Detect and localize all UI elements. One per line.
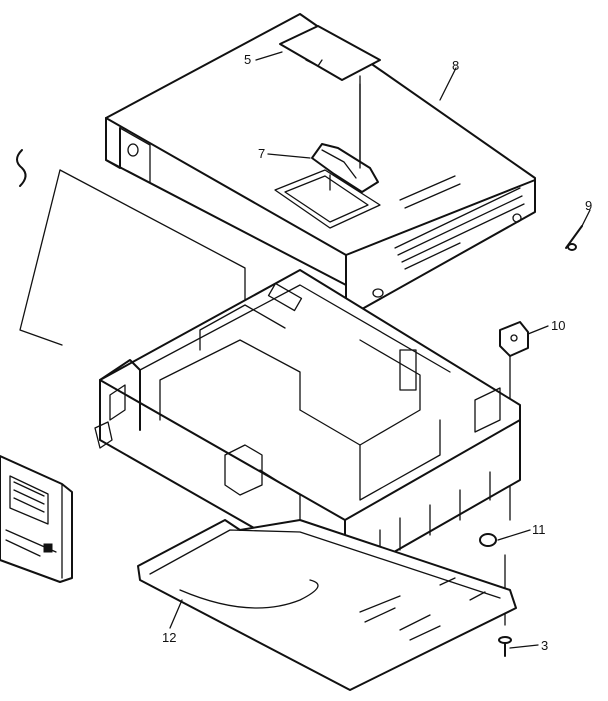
callout-leaders bbox=[169, 51, 591, 649]
main-chassis bbox=[94, 269, 521, 581]
callout-12: 12 bbox=[162, 630, 176, 645]
front-panel-fragment bbox=[0, 455, 73, 583]
callout-7: 7 bbox=[258, 146, 265, 161]
bottom-plate bbox=[137, 519, 517, 691]
foot-11 bbox=[479, 533, 497, 547]
callout-8: 8 bbox=[452, 58, 459, 73]
clip-10 bbox=[499, 321, 529, 357]
holder-bracket bbox=[311, 143, 379, 193]
break-line bbox=[16, 149, 27, 187]
callout-5: 5 bbox=[244, 52, 251, 67]
callout-11: 11 bbox=[532, 522, 546, 537]
callout-3: 3 bbox=[541, 638, 548, 653]
screw-9 bbox=[565, 225, 583, 251]
callout-9: 9 bbox=[585, 198, 592, 213]
callout-10: 10 bbox=[551, 318, 565, 333]
screw-3 bbox=[498, 636, 512, 657]
